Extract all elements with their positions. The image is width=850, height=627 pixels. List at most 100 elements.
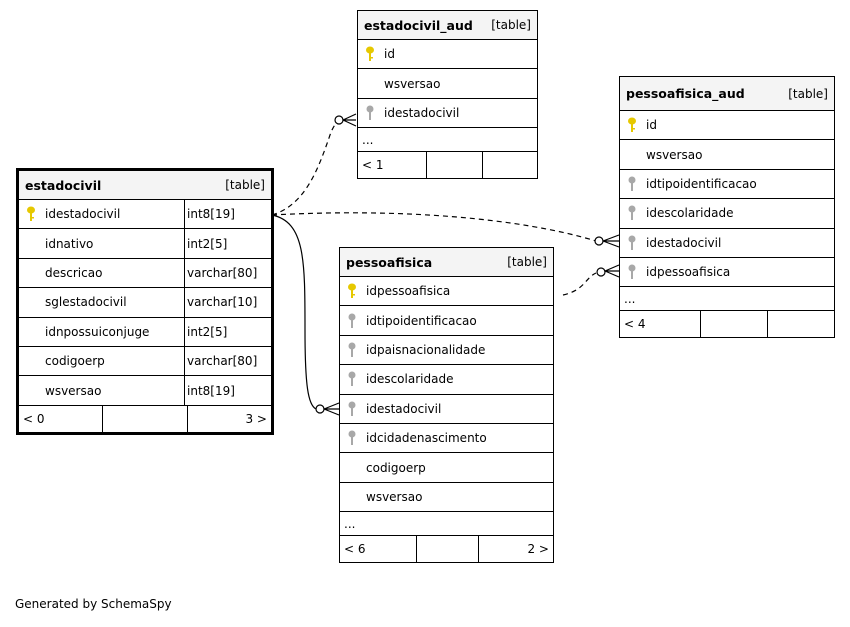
table-type: [table] (507, 255, 547, 269)
column-row[interactable]: wsversao (620, 140, 834, 170)
table-type: [table] (491, 18, 531, 32)
table-estadocivil-aud[interactable]: estadocivil_aud [table] id wsversao ides… (357, 10, 538, 180)
column-row[interactable]: wsversao (358, 69, 537, 99)
footer-middle (416, 536, 478, 563)
column-row[interactable]: idtipoidentificacao (340, 306, 553, 336)
column-name: idestadocivil (366, 401, 442, 416)
column-row[interactable]: idcidadenascimento (340, 424, 553, 454)
foreign-key-icon (344, 401, 360, 417)
table-header: pessoafisica [table] (340, 248, 553, 277)
table-name: pessoafisica (346, 254, 433, 270)
edge-estadocivil-pessoafisica-aud-crow (602, 234, 620, 248)
table-type: [table] (225, 178, 265, 192)
footer-middle (102, 405, 186, 432)
table-footer: < 0 3 > (19, 405, 271, 432)
edge-estadocivil-pessoafisica-aud-end (594, 236, 604, 246)
column-name: wsversao (646, 147, 703, 162)
column-row[interactable]: idescolaridade (620, 199, 834, 229)
edge-estadocivil-pessoafisica-end (315, 404, 325, 414)
primary-key-icon (344, 283, 360, 299)
column-name: codigoerp (45, 354, 105, 369)
column-row[interactable]: idpaisnacionalidade (340, 336, 553, 366)
column-name: idnativo (45, 236, 94, 251)
column-name: wsversao (384, 76, 441, 91)
table-header: pessoafisica_aud [table] (620, 77, 834, 111)
table-pessoafisica-aud[interactable]: pessoafisica_aud [table] id wsversao idt… (619, 76, 835, 339)
column-row[interactable]: idnativo int2[5] (19, 229, 271, 259)
column-row[interactable]: idnpossuiconjuge int2[5] (19, 317, 271, 347)
column-row[interactable]: sglestadocivil varchar[10] (19, 288, 271, 318)
column-row[interactable]: wsversao int8[19] (19, 376, 271, 406)
column-name: idescolaridade (366, 372, 454, 387)
column-row[interactable]: idpessoafisica (340, 277, 553, 307)
edge-estadocivil-pessoafisica-crow (323, 402, 340, 416)
edge-estadocivil-pessoafisica (271, 214, 317, 410)
column-row[interactable]: id (358, 40, 537, 70)
parents-link[interactable]: < 0 (23, 411, 45, 426)
column-name: idescolaridade (646, 206, 734, 221)
column-type: int8[19] (184, 376, 271, 405)
column-row[interactable]: idescolaridade (340, 365, 553, 395)
edge-estadocivil-aud-end (334, 115, 344, 125)
column-name: sglestadocivil (45, 295, 127, 310)
column-row[interactable]: idestadocivil (340, 395, 553, 424)
table-footer: < 6 2 > (340, 536, 553, 563)
foreign-key-icon (624, 235, 640, 251)
column-name: id (646, 118, 657, 133)
table-name: estadocivil (25, 177, 102, 193)
more-columns: ... (620, 287, 834, 312)
column-row[interactable]: descricao varchar[80] (19, 258, 271, 289)
column-row[interactable]: codigoerp (340, 453, 553, 483)
children-link[interactable] (482, 152, 537, 179)
edge-estadocivil-aud (271, 117, 345, 216)
edge-estadocivil-aud-crow (342, 113, 357, 127)
primary-key-icon (23, 206, 39, 222)
foreign-key-icon (344, 313, 360, 329)
generated-by-label: Generated by SchemaSpy (15, 597, 172, 611)
column-row[interactable]: idestadocivil (358, 99, 537, 129)
table-estadocivil[interactable]: estadocivil [table] idestadocivil int8[1… (16, 168, 274, 435)
column-row[interactable]: idtipoidentificacao (620, 170, 834, 200)
table-header: estadocivil [table] (19, 171, 271, 200)
column-row[interactable]: wsversao (340, 483, 553, 513)
table-pessoafisica[interactable]: pessoafisica [table] idpessoafisica idti… (339, 247, 554, 564)
table-footer: < 1 (358, 152, 537, 179)
column-row[interactable]: codigoerp varchar[80] (19, 346, 271, 377)
footer-middle (426, 152, 482, 179)
column-row[interactable]: idpessoafisica (620, 258, 834, 288)
foreign-key-icon (344, 342, 360, 358)
more-columns: ... (340, 512, 553, 537)
column-type: int8[19] (184, 200, 271, 229)
parents-link[interactable]: < 6 (344, 542, 366, 557)
table-type: [table] (788, 86, 828, 101)
column-name: idestadocivil (45, 207, 121, 222)
table-name: pessoafisica_aud (626, 86, 745, 101)
table-header: estadocivil_aud [table] (358, 11, 537, 40)
column-row[interactable]: idestadocivil (620, 229, 834, 258)
column-row[interactable]: id (620, 111, 834, 141)
parents-link[interactable]: < 1 (362, 158, 384, 173)
primary-key-icon (362, 46, 378, 62)
foreign-key-icon (362, 105, 378, 121)
column-name: idtipoidentificacao (366, 313, 477, 328)
column-name: idestadocivil (646, 235, 722, 250)
foreign-key-icon (624, 176, 640, 192)
column-name: idtipoidentificacao (646, 176, 757, 191)
edge-pessoafisica-aud-end (596, 267, 606, 277)
column-row[interactable]: idestadocivil int8[19] (19, 200, 271, 230)
children-link[interactable] (767, 311, 834, 338)
foreign-key-icon (344, 430, 360, 446)
column-name: wsversao (45, 383, 102, 398)
parents-link[interactable]: < 4 (624, 317, 646, 332)
children-link[interactable]: 2 > (478, 536, 553, 563)
column-type: varchar[80] (184, 258, 271, 288)
children-link[interactable]: 3 > (186, 405, 271, 432)
column-name: descricao (45, 265, 103, 280)
column-name: idcidadenascimento (366, 431, 487, 446)
foreign-key-icon (344, 371, 360, 387)
more-columns: ... (358, 128, 537, 153)
foreign-key-icon (624, 264, 640, 280)
column-name: id (384, 47, 395, 62)
column-type: varchar[10] (184, 288, 271, 317)
